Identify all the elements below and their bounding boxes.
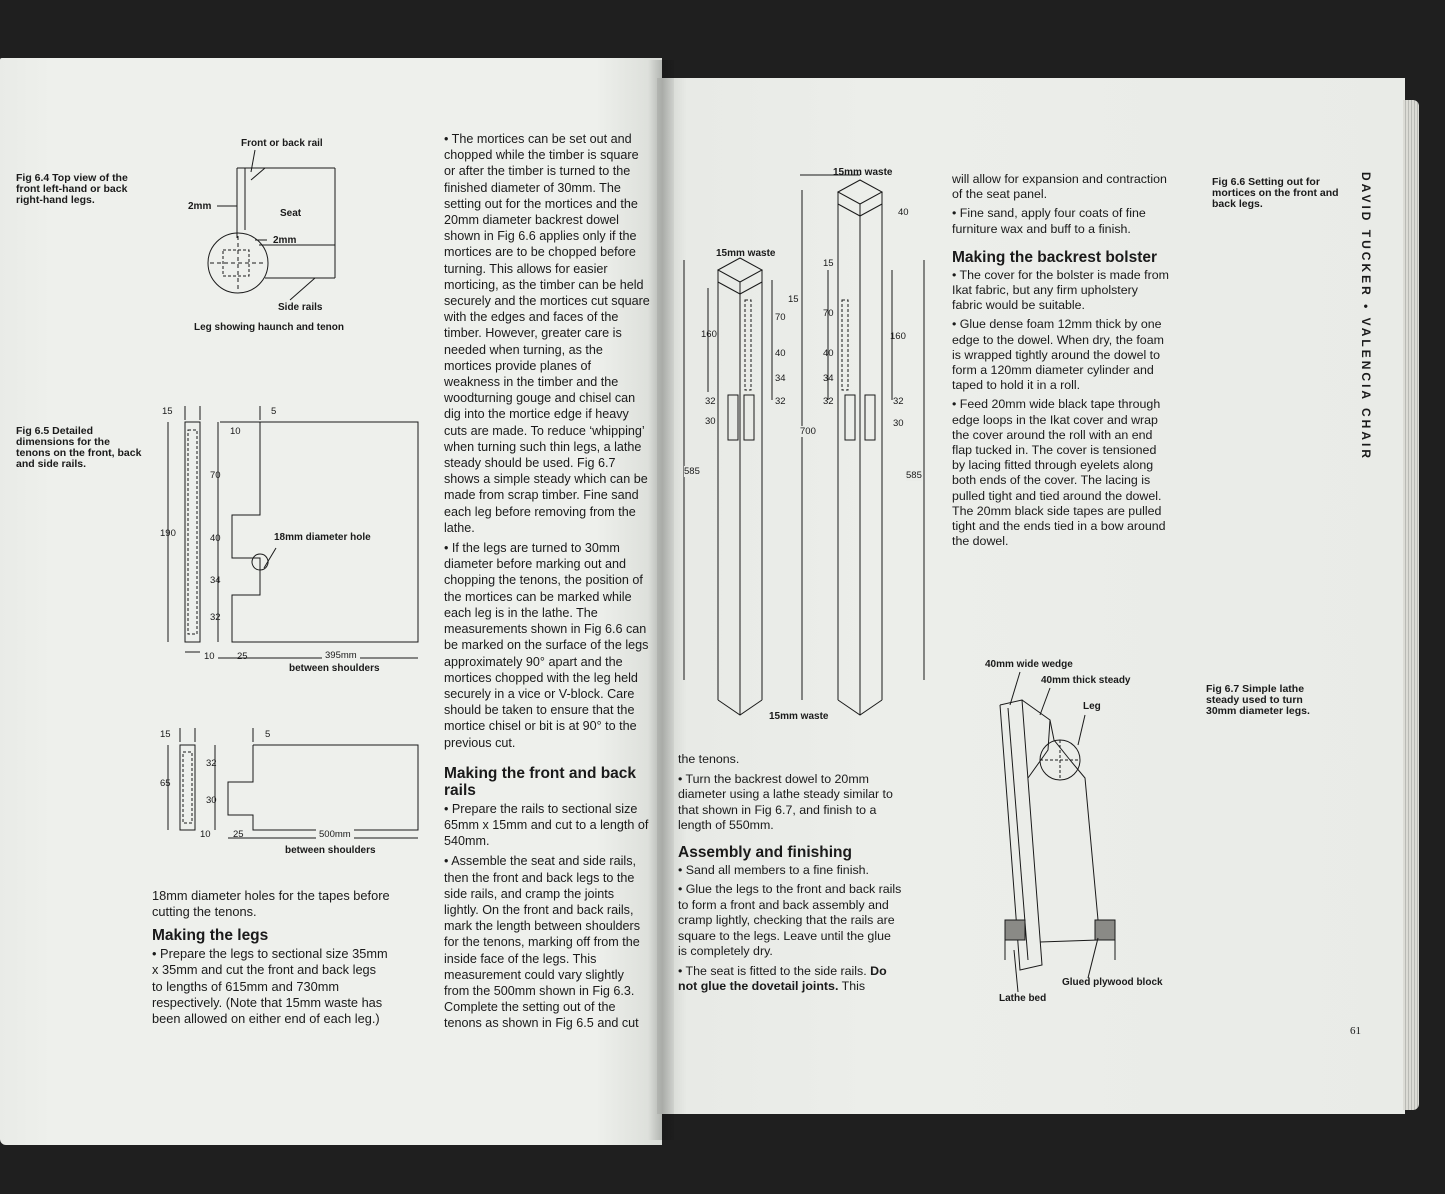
fig65b-d500: 500mm — [316, 829, 354, 840]
fig65-d190: 190 — [160, 528, 176, 539]
fig67-caption: Fig 6.7 Simple lathe steady used to turn… — [1206, 683, 1310, 717]
left-page — [0, 58, 662, 1145]
fig65-d10a: 10 — [230, 426, 241, 437]
fig66-d32b: 32 — [775, 396, 786, 407]
right-a-para-4: • The seat is fitted to the side rails. … — [678, 964, 903, 995]
right-a-continuation: the tenons. — [678, 752, 740, 766]
right-a-para-4a: • The seat is fitted to the side rails. — [678, 963, 867, 978]
fig66-d585a: 585 — [684, 466, 700, 477]
fig65-d32: 32 — [210, 612, 221, 623]
fig64-drawing — [207, 149, 336, 301]
fig65b-between-label: between shoulders — [285, 845, 376, 856]
fig65b-d32: 32 — [206, 758, 217, 769]
fig64-gap-right-label: 2mm — [273, 235, 297, 246]
heading-making-rails: Making the front and back rails — [444, 764, 637, 799]
fig65b-d10: 10 — [200, 829, 211, 840]
book-gutter — [648, 60, 674, 1140]
fig64-front-rail-label: Front or back rail — [241, 138, 323, 149]
fig67-leg-label: Leg — [1083, 701, 1101, 712]
left-col-legs-para: • Prepare the legs to sectional size 35m… — [152, 945, 388, 1027]
right-b-para-1: • Fine sand, apply four coats of fine fu… — [952, 206, 1146, 236]
fig66-d585b: 585 — [906, 470, 922, 481]
fig66-d34b: 34 — [823, 373, 834, 384]
fig67-steady-label: 40mm thick steady — [1041, 675, 1131, 686]
heading-assembly: Assembly and finishing — [678, 843, 852, 861]
left-column: 18mm diameter holes for the tapes before… — [152, 888, 390, 1032]
fig66-d160a: 160 — [701, 329, 717, 340]
heading-bolster: Making the backrest bolster — [952, 248, 1158, 266]
fig66-d30a: 30 — [705, 416, 716, 427]
right-a-para-4c: This — [841, 979, 866, 993]
fig66-d160b: 160 — [890, 331, 906, 342]
fig65-d10b: 10 — [204, 651, 215, 662]
fig65-d25: 25 — [237, 651, 248, 662]
fig65-hole-label: 18mm diameter hole — [274, 532, 371, 543]
fig66-d32a: 32 — [705, 396, 716, 407]
fig64-seat-label: Seat — [280, 208, 302, 219]
fig65b-d15: 15 — [160, 729, 171, 740]
fig65b-d25: 25 — [233, 829, 244, 840]
right-column-b: will allow for expansion and contraction… — [952, 172, 1170, 553]
right-b-para-4: • Feed 20mm wide black tape through edge… — [952, 397, 1166, 549]
fig65b-d5: 5 — [265, 729, 271, 740]
fig65-drawing — [167, 406, 419, 659]
fig65-d34: 34 — [210, 575, 221, 586]
fig64-leg-caption: Leg showing haunch and tenon — [194, 322, 344, 333]
mid-col-para-1: • The mortices can be set out and choppe… — [444, 132, 650, 535]
fig66-d40: 40 — [898, 207, 909, 218]
mid-col-para-2: • If the legs are turned to 30mm diamete… — [444, 541, 649, 750]
fig66-d32c: 32 — [823, 396, 834, 407]
middle-column: • The mortices can be set out and choppe… — [444, 131, 650, 1036]
fig65-between-label: between shoulders — [289, 663, 380, 674]
fig67-bed-label: Lathe bed — [999, 993, 1047, 1004]
right-a-para-4b: Do not glue the dovetail joints. — [678, 963, 887, 994]
fig65-d40: 40 — [210, 533, 221, 544]
fig66-d15b: 15 — [788, 294, 799, 305]
fig64-side-rails-label: Side rails — [278, 302, 323, 313]
right-page — [657, 78, 1405, 1114]
running-head: DAVID TUCKER • VALENCIA CHAIR — [1359, 172, 1373, 461]
fig65-d5: 5 — [271, 406, 277, 417]
fig66-d32d: 32 — [893, 396, 904, 407]
right-a-para-3: • Glue the legs to the front and back ra… — [678, 882, 902, 958]
fig65-d395: 395mm — [322, 650, 360, 661]
fig64-caption: Fig 6.4 Top view of the front left-hand … — [16, 172, 128, 206]
fig66-caption: Fig 6.6 Setting out for mortices on the … — [1212, 176, 1339, 210]
right-b-continuation: will allow for expansion and contraction… — [952, 172, 1167, 202]
left-col-continuation: 18mm diameter holes for the tapes before… — [152, 888, 390, 920]
fig66-d70a: 70 — [775, 312, 786, 323]
fig67-block-label: Glued plywood block — [1062, 977, 1163, 988]
fig65-caption: Fig 6.5 Detailed dimensions for the teno… — [16, 425, 142, 470]
heading-making-legs: Making the legs — [152, 926, 269, 944]
page-number: 61 — [1350, 1025, 1361, 1037]
fig65b-d65: 65 — [160, 778, 171, 789]
fig66-waste-bottom: 15mm waste — [769, 711, 829, 722]
fig67-drawing — [999, 671, 1116, 993]
fig66-waste-top-right: 15mm waste — [833, 167, 893, 178]
page-edges — [1403, 100, 1419, 1110]
fig64-gap-left-label: 2mm — [188, 201, 212, 212]
mid-col-para-4: • Assemble the seat and side rails, then… — [444, 854, 641, 1031]
fig66-d30b: 30 — [893, 418, 904, 429]
fig65-d15: 15 — [162, 406, 173, 417]
fig65b-d30: 30 — [206, 795, 217, 806]
fig66-d70b: 70 — [823, 308, 834, 319]
fig65-d70: 70 — [210, 470, 221, 481]
right-a-para-1: • Turn the backrest dowel to 20mm diamet… — [678, 771, 893, 833]
fig66-d700: 700 — [800, 426, 816, 437]
fig66-d40a: 40 — [775, 348, 786, 359]
right-b-para-3: • Glue dense foam 12mm thick by one edge… — [952, 317, 1164, 393]
fig66-drawing — [683, 174, 925, 716]
fig66-d34a: 34 — [775, 373, 786, 384]
fig66-d15a: 15 — [823, 258, 834, 269]
fig66-waste-top-left: 15mm waste — [716, 248, 776, 259]
fig66-d40b: 40 — [823, 348, 834, 359]
mid-col-para-3: • Prepare the rails to sectional size 65… — [444, 801, 649, 849]
right-b-para-2: • The cover for the bolster is made from… — [952, 267, 1169, 313]
right-column-a: the tenons. • Turn the backrest dowel to… — [678, 752, 903, 999]
fig67-wedge-label: 40mm wide wedge — [985, 659, 1073, 670]
fig65b-drawing — [167, 728, 419, 839]
right-a-para-2: • Sand all members to a fine finish. — [678, 862, 869, 877]
